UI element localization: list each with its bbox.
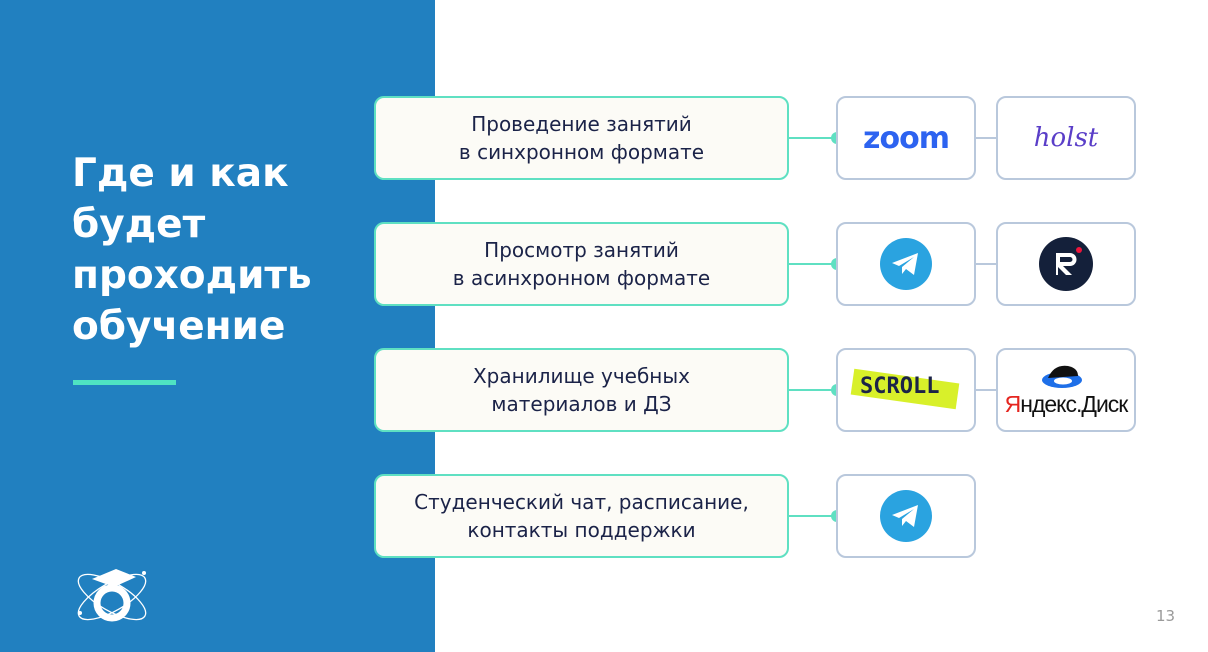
title-line: Где и как	[72, 151, 289, 196]
telegram-logo-box	[836, 474, 976, 558]
connector	[789, 389, 837, 391]
category-text: контакты поддержки	[467, 518, 696, 542]
category-text: Студенческий чат, расписание,	[414, 490, 749, 514]
connector	[974, 137, 996, 139]
page-number: 13	[1156, 607, 1176, 625]
telegram-logo-box	[836, 222, 976, 306]
school-logo-icon	[77, 569, 147, 622]
category-text: материалов и ДЗ	[491, 392, 672, 416]
title-underline	[73, 380, 176, 385]
telegram-icon	[880, 490, 932, 542]
category-box: Проведение занятий в синхронном формате	[374, 96, 789, 180]
holst-logo: holst	[1033, 123, 1099, 153]
category-box: Просмотр занятий в асинхронном формате	[374, 222, 789, 306]
yandex-disk-logo-box: Яндекс.Диск	[996, 348, 1136, 432]
rutube-icon	[1039, 237, 1093, 291]
zoom-logo: zoom	[863, 120, 950, 156]
row-student-chat: Студенческий чат, расписание, контакты п…	[0, 474, 1208, 558]
connector	[974, 263, 996, 265]
yandex-disk-logo: Яндекс.Диск	[1004, 390, 1129, 417]
title-line: обучение	[72, 304, 286, 349]
category-text: в синхронном формате	[458, 140, 705, 164]
category-text: Просмотр занятий	[484, 238, 679, 262]
category-text: Хранилище учебных	[472, 364, 690, 388]
category-text: в асинхронном формате	[452, 266, 711, 290]
connector	[789, 515, 837, 517]
row-async-classes: Просмотр занятий в асинхронном формате	[0, 222, 1208, 306]
rutube-logo-box	[996, 222, 1136, 306]
left-panel: Где и как будет проходить обучение	[0, 0, 435, 652]
scroll-logo: SCROLL	[850, 368, 960, 410]
slide-title: Где и как будет проходить обучение	[72, 148, 372, 352]
telegram-icon	[880, 238, 932, 290]
row-sync-classes: Проведение занятий в синхронном формате …	[0, 96, 1208, 180]
category-box: Хранилище учебных материалов и ДЗ	[374, 348, 789, 432]
scroll-logo-box: SCROLL	[836, 348, 976, 432]
title-line: проходить	[72, 253, 312, 298]
connector	[974, 389, 996, 391]
yandex-disk-icon	[1042, 365, 1082, 388]
category-box: Студенческий чат, расписание, контакты п…	[374, 474, 789, 558]
title-line: будет	[72, 202, 206, 247]
holst-logo-box: holst	[996, 96, 1136, 180]
category-text: Проведение занятий	[471, 112, 692, 136]
connector	[789, 137, 837, 139]
connector	[789, 263, 837, 265]
row-storage: Хранилище учебных материалов и ДЗ SCROLL…	[0, 348, 1208, 432]
zoom-logo-box: zoom	[836, 96, 976, 180]
